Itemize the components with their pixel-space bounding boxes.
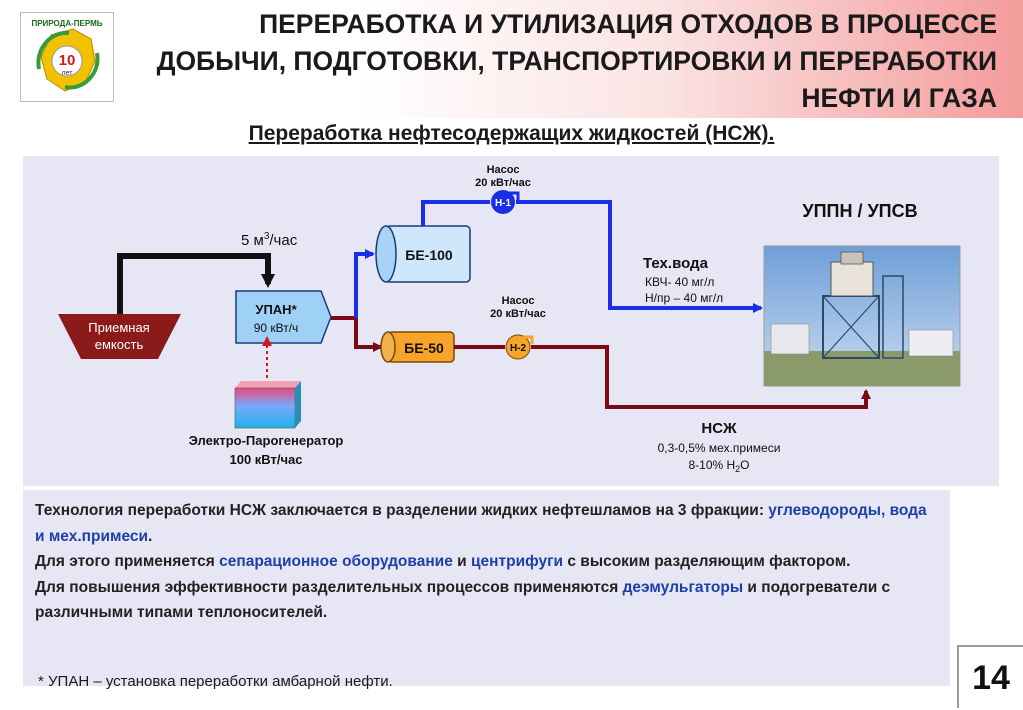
pump1-title: Насос [487, 164, 520, 176]
title-line: ДОБЫЧИ, ПОДГОТОВКИ, ТРАНСПОРТИРОВКИ И ПЕ… [156, 46, 997, 76]
description-paragraph: Технология переработки НСЖ заключается в… [35, 498, 940, 549]
generator-top [235, 381, 301, 388]
pump2-title: Насос [502, 295, 535, 307]
description-paragraph: Для повышения эффективности разделительн… [35, 575, 940, 626]
description-paragraph: Для этого применяется сепарационное обор… [35, 549, 940, 575]
upan-unit [235, 290, 332, 344]
title-line: НЕФТИ И ГАЗА [801, 83, 997, 113]
receiving-tank [58, 314, 181, 359]
tech-water-line: Н/пр – 40 мг/л [645, 291, 723, 305]
be100-tank-end [375, 225, 397, 283]
flow-rate-label: 5 м3/час [241, 231, 298, 249]
flow-line-tech-water [516, 200, 763, 313]
highlight-fractions: углеводороды, вода и мех.примеси [35, 502, 927, 545]
nszh-impurities: 0,3-0,5% мех.примеси [658, 441, 781, 455]
plant-photo [763, 245, 961, 387]
subtitle: Переработка нефтесодержащих жидкостей (Н… [0, 122, 1023, 146]
description-text: с высоким разделяющим фактором. [567, 553, 851, 570]
highlight-demulsifiers: деэмульгаторы [622, 578, 744, 596]
be50-label: БЕ-50 [404, 340, 444, 356]
generator-power: 100 кВт/час [229, 452, 302, 467]
description-text: и [457, 553, 467, 570]
pump2-outlet [523, 335, 534, 344]
tech-water-line: КВЧ- 40 мг/л [645, 275, 714, 289]
logo-graphic: 10 лет ПРИРОДА-ПЕРМЬ [31, 19, 103, 92]
upan-power: 90 кВт/ч [254, 321, 299, 335]
flow-line-to-be100 [354, 249, 375, 318]
pump1 [491, 190, 515, 214]
be100-label: БЕ-100 [405, 247, 453, 263]
page-number: 14 [957, 645, 1023, 708]
destination-label: УППН / УПСВ [802, 201, 917, 221]
page-title: ПЕРЕРАБОТКА И УТИЛИЗАЦИЯ ОТХОДОВ В ПРОЦЕ… [117, 6, 997, 117]
pump1-power: 20 кВт/час [475, 177, 531, 189]
logo: 10 лет ПРИРОДА-ПЕРМЬ [20, 12, 114, 102]
description-text: Для повышения эффективности разделительн… [35, 578, 619, 596]
nszh-title: НСЖ [701, 420, 737, 437]
description-text: . [148, 527, 153, 545]
logo-unit: лет [62, 70, 74, 77]
flow-line-feed [117, 253, 275, 314]
be50-tank-end [380, 331, 396, 363]
header-background [0, 0, 1023, 118]
highlight-centrifuges: центрифуги [471, 553, 564, 570]
flow-line-nszh [531, 345, 871, 409]
subtitle-text: Переработка нефтесодержащих жидкостей (Н… [248, 122, 775, 145]
logo-text: ПРИРОДА-ПЕРМЬ [31, 19, 102, 28]
flow-line-be100-up [421, 200, 490, 226]
pump1-outlet [509, 191, 520, 200]
pump2 [505, 334, 531, 360]
generator-side [295, 381, 301, 428]
description-text: Технология переработки НСЖ заключается в… [35, 502, 764, 519]
footnote: * УПАН – установка переработки амбарной … [38, 673, 393, 690]
process-diagram: 5 м3/час Приемная емкость УПАН* 90 кВт/ч… [23, 156, 999, 486]
pump2-label: Н-2 [510, 343, 527, 354]
description-text: и подогреватели с различными типами тепл… [35, 578, 891, 622]
title-line: ПЕРЕРАБОТКА И УТИЛИЗАЦИЯ ОТХОДОВ В ПРОЦЕ… [259, 9, 997, 39]
upan-label: УПАН* [255, 302, 297, 317]
receiving-tank-label: емкость [95, 337, 144, 352]
description-text: Для этого применяется [35, 553, 215, 570]
receiving-tank-label: Приемная [88, 320, 149, 335]
pump2-power: 20 кВт/час [490, 308, 546, 320]
generator-label: Электро-Парогенератор [189, 433, 344, 448]
flow-line-to-be50 [354, 318, 383, 352]
tech-water-title: Тех.вода [643, 255, 709, 272]
nszh-water: 8-10% H2O [688, 458, 749, 474]
electro-steam-generator [234, 387, 296, 429]
description-panel: Технология переработки НСЖ заключается в… [23, 490, 950, 686]
logo-number: 10 [59, 52, 76, 69]
pump1-label: Н-1 [495, 198, 512, 209]
highlight-separation: сепарационное оборудование [219, 553, 453, 570]
